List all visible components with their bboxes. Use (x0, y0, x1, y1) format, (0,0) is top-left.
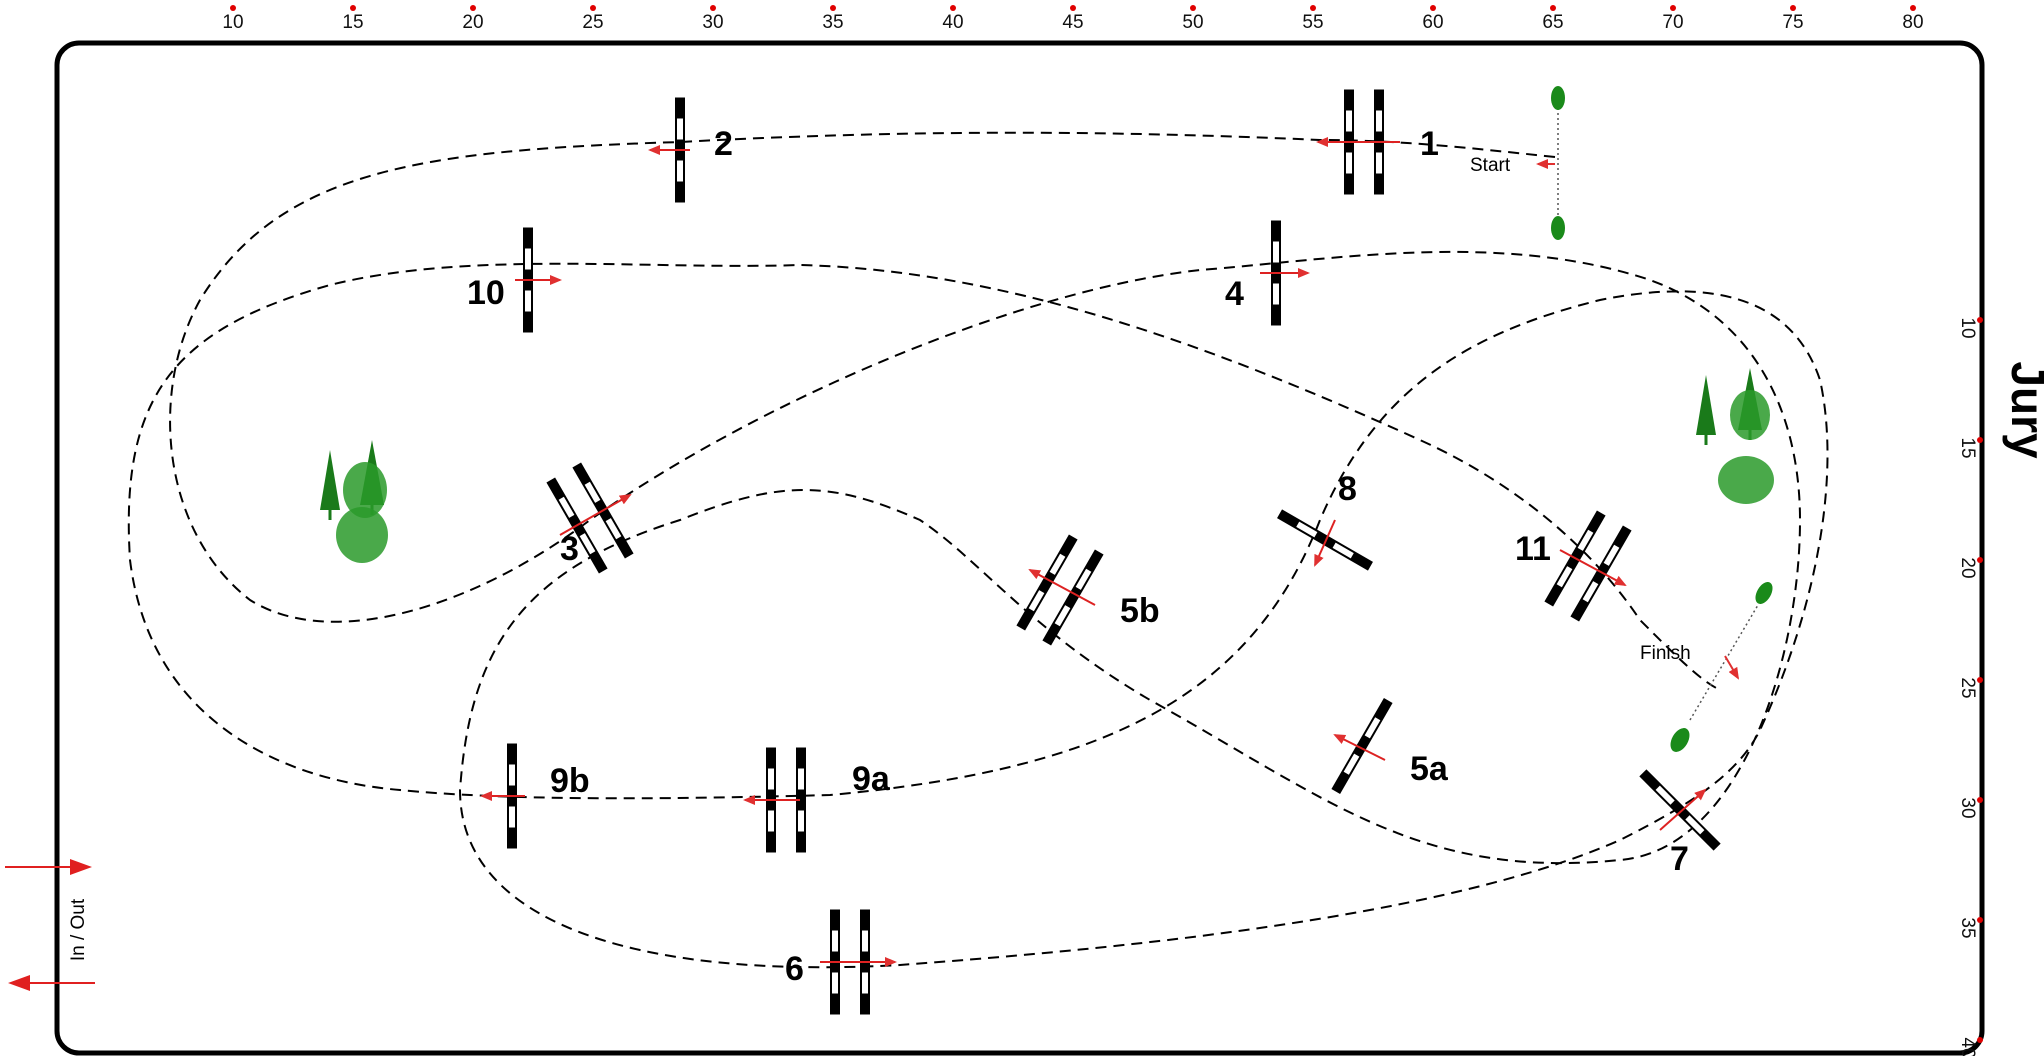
ruler-right: 10 15 20 25 30 35 40 (1957, 317, 1983, 1056)
ruler-right-tick: 15 (1957, 437, 1978, 458)
ruler-top-mark (950, 5, 956, 11)
direction-arrow-icon (1314, 519, 1336, 567)
fence-8 (1277, 509, 1373, 571)
fence-number-9b: 9b (550, 762, 590, 800)
ruler-top: 10 15 20 25 30 35 40 45 50 55 60 65 70 75 80 (222, 5, 1924, 33)
ruler-top-tick: 15 (342, 12, 363, 33)
course-route (127, 131, 1829, 969)
ruler-top-tick: 70 (1662, 12, 1683, 33)
fence-number-8: 8 (1338, 470, 1357, 508)
ruler-top-mark (350, 5, 356, 11)
fences: 1 2 3 4 5a 5b 6 7 8 9a 9b 10 11 (467, 89, 1721, 1015)
ruler-top-mark (1190, 5, 1196, 11)
tree-group-left-icon (320, 440, 388, 563)
direction-arrow-icon (1028, 569, 1096, 606)
ruler-right-tick: 35 (1957, 917, 1978, 938)
direction-arrow-icon (1559, 549, 1627, 586)
start-label: Start (1470, 155, 1511, 176)
ruler-top-mark (1070, 5, 1076, 11)
ruler-right-mark (1977, 557, 1983, 563)
ruler-top-tick: 75 (1782, 12, 1803, 33)
ruler-top-mark (710, 5, 716, 11)
fence-5b (1016, 534, 1104, 646)
ruler-right-mark (1977, 437, 1983, 443)
fence-5a (1331, 698, 1393, 794)
in-out-label: In / Out (68, 898, 89, 961)
ruler-right-tick: 10 (1957, 317, 1978, 338)
fence-number-10: 10 (467, 274, 505, 312)
finish-label: Finish (1640, 643, 1691, 664)
ruler-top-tick: 45 (1062, 12, 1083, 33)
fence-number-11: 11 (1515, 530, 1551, 568)
direction-arrow-icon (1659, 788, 1707, 831)
ruler-top-tick: 65 (1542, 12, 1563, 33)
ruler-top-tick: 80 (1902, 12, 1923, 33)
start-line: Start (1470, 86, 1565, 240)
ruler-right-tick: 20 (1957, 557, 1978, 578)
ruler-top-mark (1790, 5, 1796, 11)
ruler-top-tick: 35 (822, 12, 843, 33)
ruler-top-mark (1310, 5, 1316, 11)
fence-7 (1639, 769, 1721, 851)
ruler-right-tick: 25 (1957, 677, 1978, 698)
ruler-right-mark (1977, 677, 1983, 683)
ruler-right-mark (1977, 917, 1983, 923)
ruler-right-mark (1977, 317, 1983, 323)
fence-number-3: 3 (560, 530, 579, 568)
fence-number-5b: 5b (1120, 592, 1160, 630)
direction-arrow-icon (1333, 734, 1386, 761)
finish-line: Finish (1640, 582, 1773, 752)
ruler-top-tick: 10 (222, 12, 243, 33)
ruler-right-mark (1977, 1037, 1983, 1043)
ruler-top-tick: 30 (702, 12, 723, 33)
ruler-top-tick: 60 (1422, 12, 1443, 33)
ruler-top-tick: 20 (462, 12, 483, 33)
ruler-top-mark (470, 5, 476, 11)
direction-arrow-icon (559, 494, 632, 536)
ruler-right-mark (1977, 797, 1983, 803)
ruler-top-mark (230, 5, 236, 11)
ruler-top-tick: 40 (942, 12, 963, 33)
fence-number-6: 6 (785, 950, 804, 988)
arena-border (54, 40, 1985, 1056)
fence-number-4: 4 (1225, 275, 1244, 313)
ruler-top-mark (1910, 5, 1916, 11)
in-out-marker: In / Out (5, 859, 95, 991)
ruler-top-tick: 50 (1182, 12, 1203, 33)
ruler-right-tick: 30 (1957, 797, 1978, 818)
fence-number-7: 7 (1670, 840, 1689, 878)
ruler-top-tick: 55 (1302, 12, 1323, 33)
fence-number-2: 2 (714, 125, 733, 163)
ruler-top-mark (1550, 5, 1556, 11)
fence-number-1: 1 (1420, 125, 1439, 163)
ruler-top-mark (1430, 5, 1436, 11)
fence-number-5a: 5a (1410, 750, 1449, 788)
ruler-top-tick: 25 (582, 12, 603, 33)
jury-label: Jury (2002, 361, 2044, 459)
ruler-top-mark (590, 5, 596, 11)
ruler-top-mark (1670, 5, 1676, 11)
tree-group-right-icon (1696, 368, 1774, 504)
fence-number-9a: 9a (852, 760, 891, 798)
ruler-top-mark (830, 5, 836, 11)
ruler-right-tick: 40 (1957, 1037, 1978, 1056)
